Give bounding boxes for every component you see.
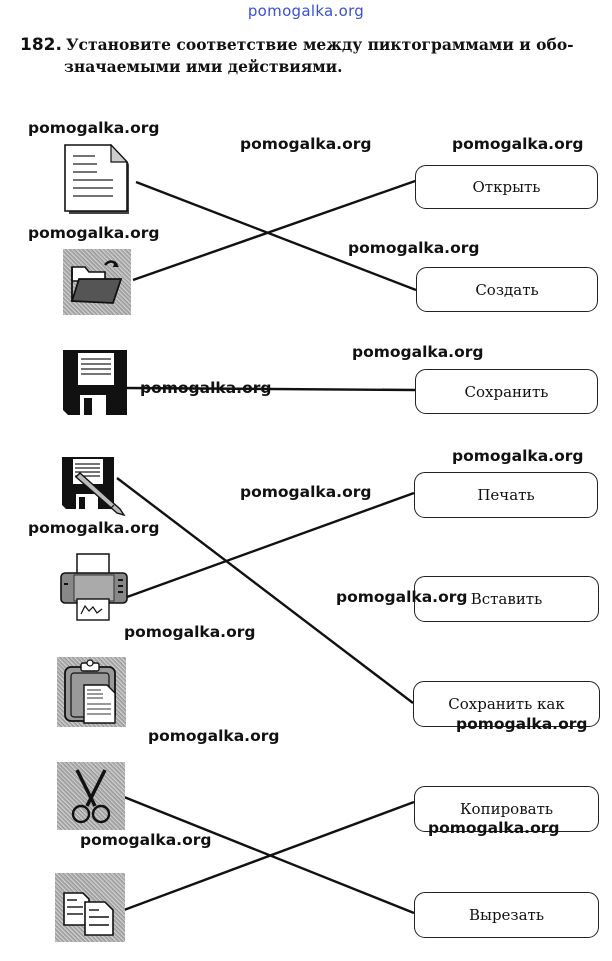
- watermark: pomogalka.org: [148, 727, 280, 745]
- watermark: pomogalka.org: [336, 588, 468, 606]
- watermark: pomogalka.org: [28, 119, 160, 137]
- cut-scissors-icon: [57, 762, 125, 830]
- line-save: [126, 386, 417, 392]
- watermark: pomogalka.org: [28, 224, 160, 242]
- site-watermark-top[interactable]: pomogalka.org: [247, 2, 365, 20]
- watermark: pomogalka.org: [80, 831, 212, 849]
- watermark: pomogalka.org: [240, 483, 372, 501]
- action-open-box[interactable]: Открыть: [415, 165, 598, 209]
- task-text-line2: значаемыми ими действиями.: [64, 57, 343, 76]
- line-open: [132, 178, 419, 282]
- save-as-floppy-pencil-icon: [62, 457, 128, 519]
- action-print-box[interactable]: Печать: [414, 472, 598, 518]
- new-document-icon: [63, 143, 133, 216]
- action-copy-box[interactable]: Копировать: [414, 786, 599, 832]
- line-copy: [123, 800, 415, 912]
- paste-clipboard-icon: [57, 657, 126, 727]
- watermark: pomogalka.org: [28, 519, 160, 537]
- watermark: pomogalka.org: [452, 135, 584, 153]
- copy-documents-icon: [55, 873, 125, 942]
- watermark: pomogalka.org: [124, 623, 256, 641]
- task-text-line1: Установите соответствие между пиктограмм…: [65, 35, 574, 54]
- action-save-box[interactable]: Сохранить: [415, 369, 598, 414]
- watermark: pomogalka.org: [352, 343, 484, 361]
- action-save-as-box[interactable]: Сохранить как: [413, 681, 600, 727]
- watermark: pomogalka.org: [452, 447, 584, 465]
- open-folder-icon: [63, 249, 131, 315]
- line-print: [126, 491, 415, 599]
- watermark: pomogalka.org: [140, 379, 272, 397]
- printer-icon: [60, 553, 128, 621]
- watermark: pomogalka.org: [240, 135, 372, 153]
- task-number: 182.: [20, 35, 62, 55]
- watermark: pomogalka.org: [348, 239, 480, 257]
- task-statement: 182.Установите соответствие между пиктог…: [20, 34, 600, 77]
- line-create: [135, 180, 417, 292]
- watermark: pomogalka.org: [428, 819, 560, 837]
- line-save-as: [116, 477, 414, 704]
- action-cut-box[interactable]: Вырезать: [414, 892, 599, 938]
- watermark: pomogalka.org: [456, 715, 588, 733]
- save-floppy-icon: [63, 350, 128, 416]
- action-paste-box[interactable]: Вставить: [414, 576, 599, 622]
- action-create-box[interactable]: Создать: [416, 267, 598, 312]
